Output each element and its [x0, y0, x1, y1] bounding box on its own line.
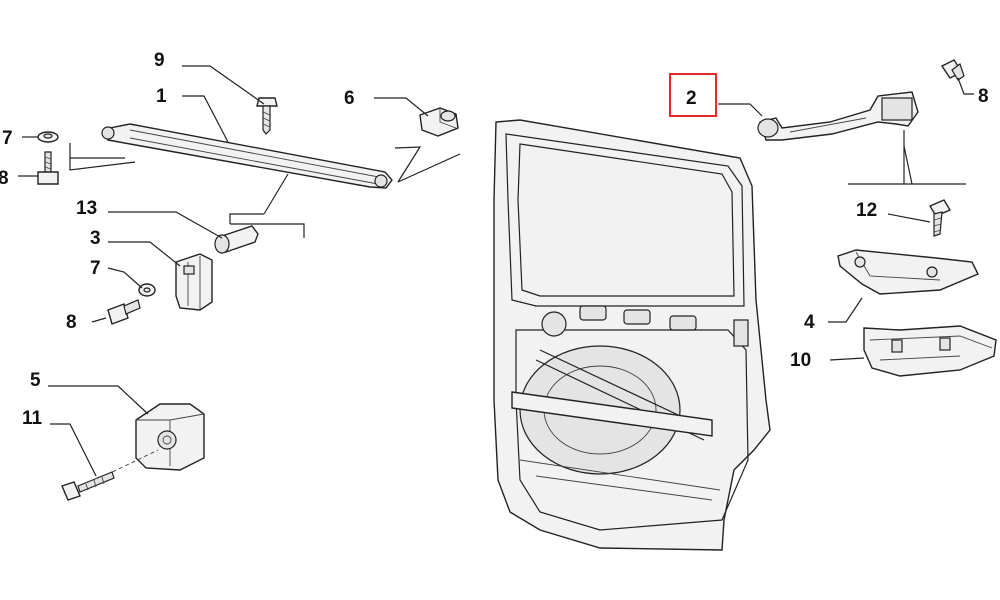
part-7-washer-middle[interactable] [138, 283, 156, 297]
callout-7: 7 [90, 258, 101, 279]
highlight-box [669, 73, 717, 117]
part-11-screw[interactable] [61, 471, 115, 501]
callout-8: 8 [978, 86, 989, 107]
callout-12: 12 [856, 200, 877, 221]
callout-8: 8 [66, 312, 77, 333]
part-8-bolt-right[interactable] [940, 59, 965, 81]
callout-1: 1 [156, 86, 167, 107]
part-3-roller-hinge[interactable] [175, 253, 213, 311]
part-4-hinge-bracket[interactable] [837, 249, 979, 295]
callout-5: 5 [30, 370, 41, 391]
part-7-washer-top[interactable] [37, 131, 59, 143]
part-8-bolt-top[interactable] [37, 151, 59, 185]
part-6-stop-pad[interactable] [419, 107, 459, 137]
callout-3: 3 [90, 228, 101, 249]
callout-8: 8 [0, 168, 9, 189]
callout-9: 9 [154, 50, 165, 71]
part-5-stop-block[interactable] [135, 403, 205, 471]
part-10-hinge-cover[interactable] [863, 325, 997, 377]
leader-lines [18, 65, 974, 477]
callout-4: 4 [804, 312, 815, 333]
callout-13: 13 [76, 198, 97, 219]
rear-door-shell [493, 119, 771, 551]
part-2-upper-hinge-arm[interactable] [757, 91, 919, 141]
part-12-screw[interactable] [928, 199, 952, 237]
part-9-screw[interactable] [256, 97, 278, 135]
part-13-guide-pin[interactable] [214, 225, 259, 254]
callout-6: 6 [344, 88, 355, 109]
callout-labels: 9 1 6 7 8 13 3 7 8 5 11 2 8 12 4 10 [0, 50, 989, 429]
callout-10: 10 [790, 350, 811, 371]
callout-11: 11 [22, 408, 43, 429]
part-8-bolt-middle[interactable] [107, 299, 141, 325]
part-1-sliding-rail[interactable] [101, 123, 393, 189]
callout-7: 7 [2, 128, 13, 149]
callout-2: 2 [686, 88, 697, 109]
